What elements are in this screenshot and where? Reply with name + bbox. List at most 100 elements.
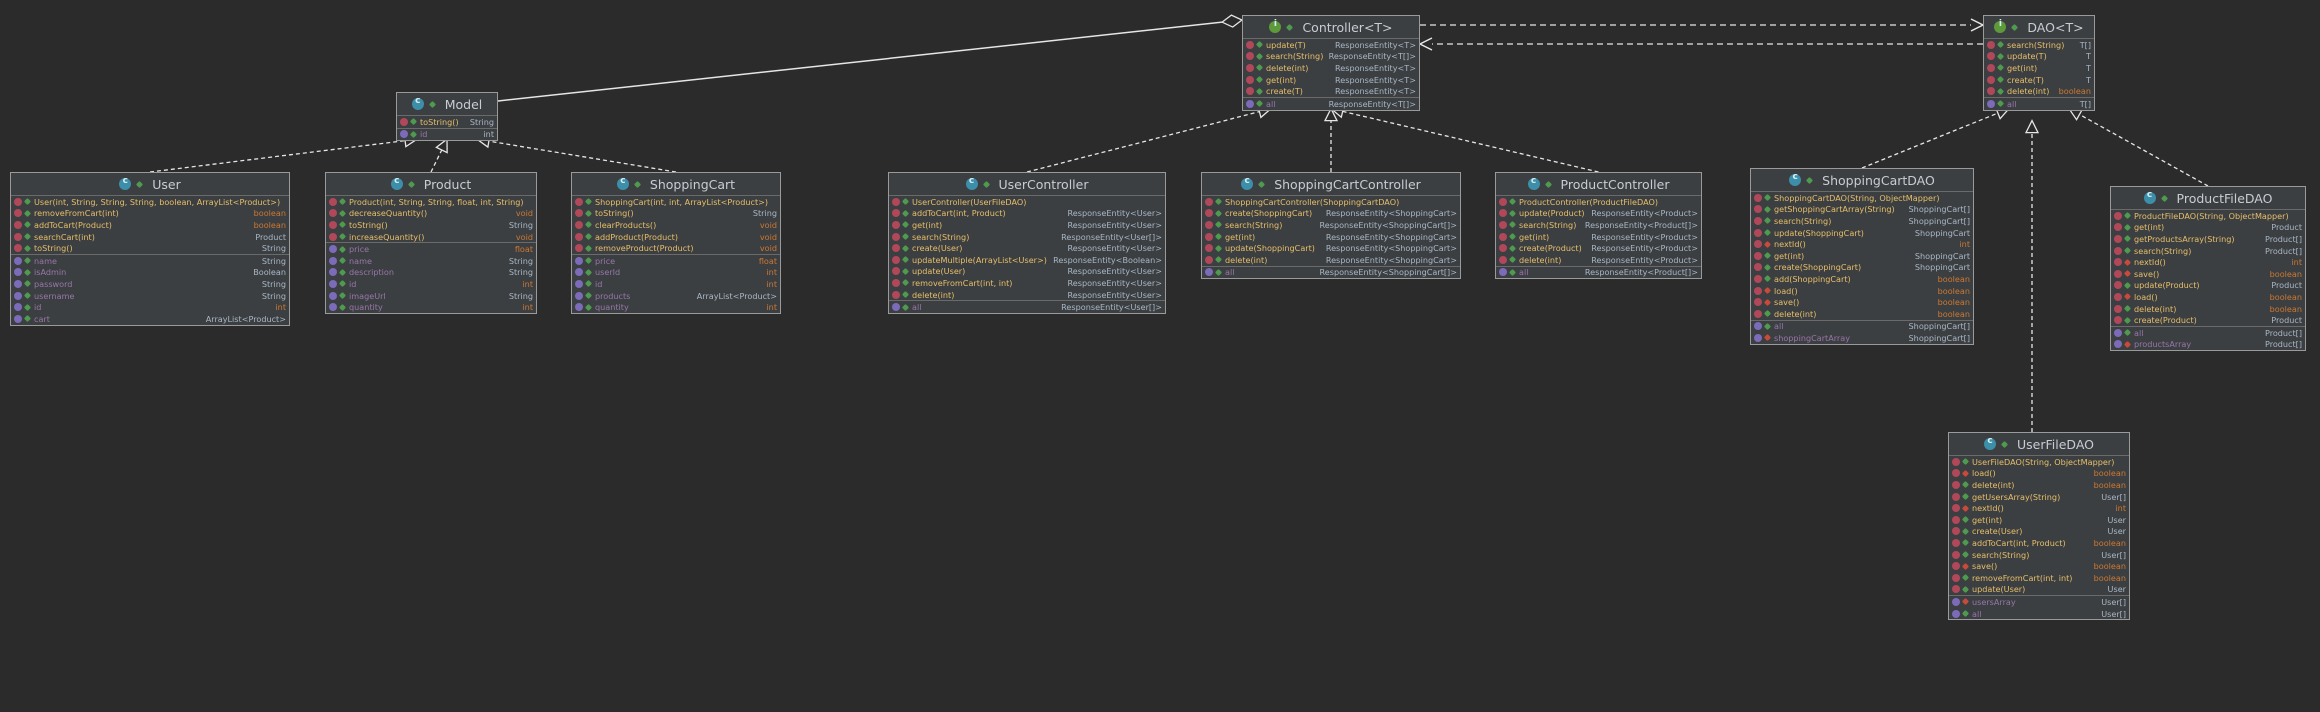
method-row[interactable]: delete(int)boolean [1751,308,1973,320]
method-row[interactable]: update(ShoppingCart)ResponseEntity<Shopp… [1202,242,1460,254]
method-row[interactable]: toString()String [11,242,289,254]
constructor-row[interactable]: ShoppingCartDAO(String, ObjectMapper) [1751,192,1973,204]
class-box-shoppingcartcontroller[interactable]: ShoppingCartControllerShoppingCartContro… [1201,172,1461,280]
method-row[interactable]: delete(int)boolean [1984,85,2094,97]
method-row[interactable]: update(User)User [1949,584,2129,596]
method-row[interactable]: nextId()int [1751,238,1973,250]
constructor-row[interactable]: Product(int, String, String, float, int,… [326,196,536,208]
method-row[interactable]: getUsersArray(String)User[] [1949,491,2129,503]
constructor-row[interactable]: UserController(UserFileDAO) [889,196,1165,208]
method-row[interactable]: delete(int)boolean [2111,303,2305,315]
method-row[interactable]: updateMultiple(ArrayList<User>)ResponseE… [889,254,1165,266]
method-row[interactable]: removeFromCart(int, int)ResponseEntity<U… [889,277,1165,289]
method-row[interactable]: toString()String [572,208,780,220]
method-row[interactable]: delete(int)ResponseEntity<Product> [1496,254,1701,266]
method-row[interactable]: update(T)T [1984,51,2094,63]
method-row[interactable]: create(T)ResponseEntity<T> [1243,85,1419,97]
method-row[interactable]: search(String)ResponseEntity<User[]> [889,231,1165,243]
method-row[interactable]: create(User)User [1949,526,2129,538]
constructor-row[interactable]: User(int, String, String, String, boolea… [11,196,289,208]
method-row[interactable]: get(int)T [1984,62,2094,74]
method-row[interactable]: delete(int)ResponseEntity<ShoppingCart> [1202,254,1460,266]
method-row[interactable]: search(String)ResponseEntity<ShoppingCar… [1202,219,1460,231]
class-box-controller[interactable]: Controller<T>update(T)ResponseEntity<T>s… [1242,15,1420,111]
method-row[interactable]: load()boolean [2111,291,2305,303]
method-row[interactable]: update(User)ResponseEntity<User> [889,266,1165,278]
method-row[interactable]: create(ShoppingCart)ShoppingCart [1751,262,1973,274]
method-row[interactable]: removeFromCart(int, int)boolean [1949,572,2129,584]
method-row[interactable]: get(int)User [1949,514,2129,526]
method-row[interactable]: create(Product)Product [2111,314,2305,326]
method-row[interactable]: search(String)User[] [1949,549,2129,561]
method-row[interactable]: searchCart(int)Product [11,231,289,243]
method-row[interactable]: decreaseQuantity()void [326,208,536,220]
method-row[interactable]: search(String)Product[] [2111,245,2305,257]
method-row[interactable]: save()boolean [2111,268,2305,280]
class-box-usercontroller[interactable]: UserControllerUserController(UserFileDAO… [888,172,1166,314]
method-row[interactable]: nextId()int [2111,256,2305,268]
method-row[interactable]: delete(int)ResponseEntity<T> [1243,62,1419,74]
method-row[interactable]: addProduct(Product)void [572,231,780,243]
constructor-row[interactable]: ShoppingCartController(ShoppingCartDAO) [1202,196,1460,208]
method-row[interactable]: create(T)T [1984,74,2094,86]
method-row[interactable]: search(String)ShoppingCart[] [1751,215,1973,227]
method-row[interactable]: load()boolean [1949,468,2129,480]
constructor-row[interactable]: ShoppingCart(int, int, ArrayList<Product… [572,196,780,208]
method-row[interactable]: toString()String [397,116,497,128]
method-row[interactable]: search(String)ResponseEntity<T[]> [1243,51,1419,63]
method-row[interactable]: increaseQuantity()void [326,231,536,243]
method-row[interactable]: update(T)ResponseEntity<T> [1243,39,1419,51]
class-box-dao[interactable]: DAO<T>search(String)T[]update(T)Tget(int… [1983,15,2095,111]
method-row[interactable]: get(int)Product [2111,222,2305,234]
method-row[interactable]: get(int)ResponseEntity<T> [1243,74,1419,86]
method-row[interactable]: add(ShoppingCart)boolean [1751,273,1973,285]
method-row[interactable]: addToCart(int, Product)boolean [1949,537,2129,549]
method-row[interactable]: save()boolean [1949,560,2129,572]
method-row[interactable]: get(int)ResponseEntity<ShoppingCart> [1202,231,1460,243]
method-row[interactable]: delete(int)ResponseEntity<User> [889,289,1165,301]
method-row[interactable]: addToCart(Product)boolean [11,219,289,231]
method-row[interactable]: toString()String [326,219,536,231]
method-row[interactable]: create(User)ResponseEntity<User> [889,242,1165,254]
constructor-row[interactable]: UserFileDAO(String, ObjectMapper) [1949,456,2129,468]
method-row[interactable]: addToCart(int, Product)ResponseEntity<Us… [889,208,1165,220]
method-row[interactable]: update(ShoppingCart)ShoppingCart [1751,227,1973,239]
method-row[interactable]: create(ShoppingCart)ResponseEntity<Shopp… [1202,208,1460,220]
method-row[interactable]: nextId()int [1949,502,2129,514]
method-row[interactable]: get(int)ShoppingCart [1751,250,1973,262]
method-row[interactable]: create(Product)ResponseEntity<Product> [1496,242,1701,254]
constructor-row[interactable]: ProductFileDAO(String, ObjectMapper) [2111,210,2305,222]
method-row[interactable]: getProductsArray(String)Product[] [2111,233,2305,245]
method-row[interactable]: search(String)T[] [1984,39,2094,51]
